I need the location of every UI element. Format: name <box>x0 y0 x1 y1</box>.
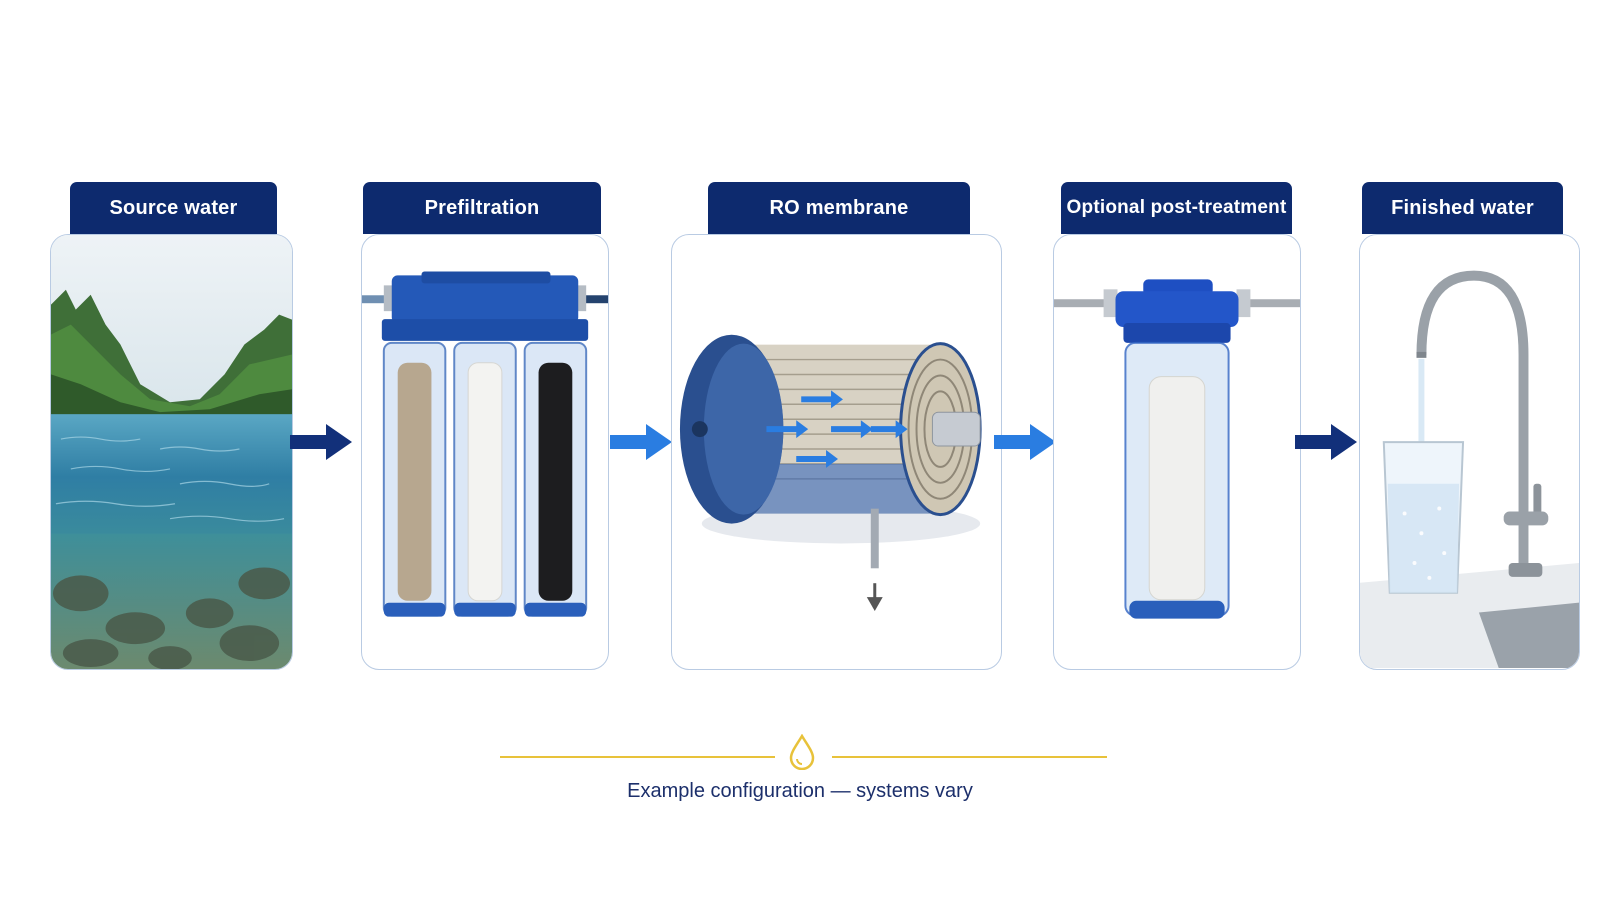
post-filter-housing-illustration <box>1054 279 1300 619</box>
faucet-and-glass-illustration <box>1360 235 1579 669</box>
prefilter-housings-illustration <box>362 271 608 617</box>
footer-divider-left <box>500 756 775 758</box>
prefiltration-card <box>361 234 609 670</box>
post-treatment-card <box>1053 234 1301 670</box>
footer-divider-right <box>832 756 1107 758</box>
flow-arrow-3 <box>994 424 1056 460</box>
stage-tab-finished-water: Finished water <box>1362 182 1563 234</box>
stage-tab-source-water: Source water <box>70 182 277 234</box>
stage-tab-post-treatment: Optional post-treatment <box>1061 182 1292 234</box>
river-scene-illustration <box>51 235 292 669</box>
source-water-card <box>50 234 293 670</box>
flow-arrow-2 <box>610 424 672 460</box>
water-drop-icon <box>788 733 816 771</box>
ro-membrane-cutaway-illustration <box>679 334 982 612</box>
stage-tab-ro-membrane: RO membrane <box>708 182 970 234</box>
flow-arrow-1 <box>290 424 352 460</box>
finished-water-card <box>1359 234 1580 670</box>
footer-caption: Example configuration — systems vary <box>627 780 973 802</box>
ro-membrane-card <box>671 234 1002 670</box>
stage-tab-prefiltration: Prefiltration <box>363 182 601 234</box>
flow-arrow-4 <box>1295 424 1357 460</box>
